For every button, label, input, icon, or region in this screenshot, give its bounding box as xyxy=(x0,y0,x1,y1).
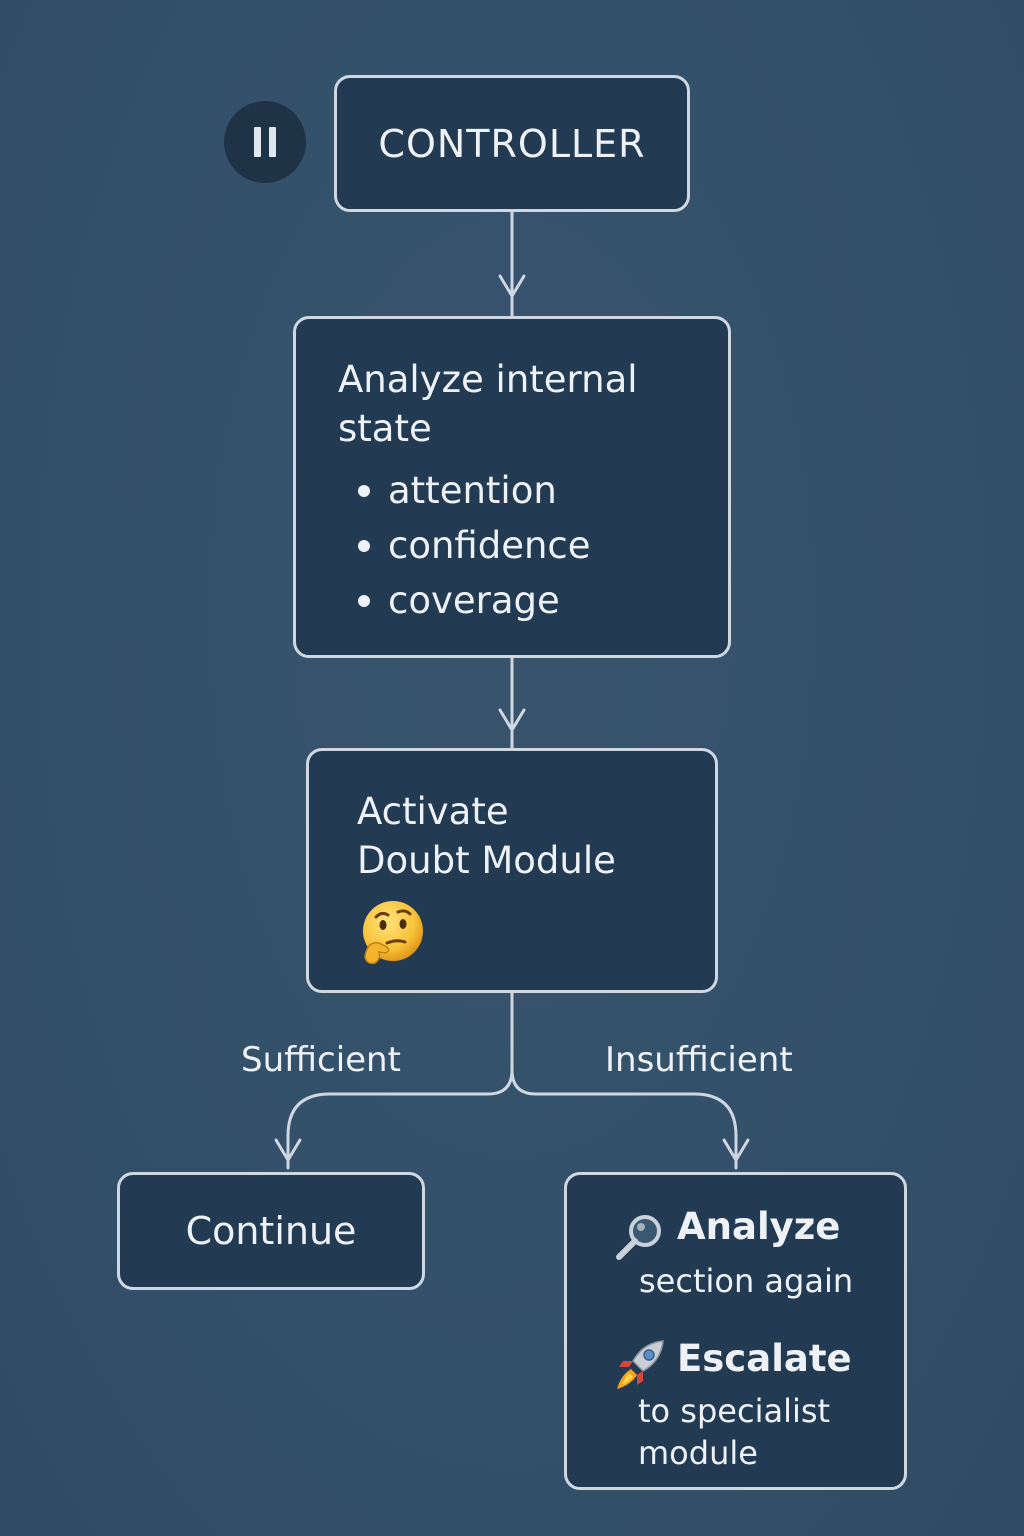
escalate-subtitle-line2: module xyxy=(638,1434,758,1472)
analyze-again-subtitle: section again xyxy=(639,1262,854,1300)
pause-button[interactable] xyxy=(224,101,306,183)
arrowhead-analyze xyxy=(498,274,526,298)
doubt-title-line1: Activate xyxy=(357,790,509,833)
escalate-subtitle-line1: to specialist xyxy=(638,1392,831,1430)
continue-label: Continue xyxy=(185,1209,357,1253)
magnifier-icon xyxy=(616,1215,661,1260)
edge-label-sufficient: Sufficient xyxy=(241,1040,401,1080)
edge-doubt-actions xyxy=(510,1068,738,1170)
controller-node: CONTROLLER xyxy=(334,75,690,212)
list-item-label: confidence xyxy=(388,524,591,567)
bullet-icon xyxy=(358,484,370,497)
list-item: coverage xyxy=(358,573,728,628)
thinking-face-icon xyxy=(363,901,423,965)
bullet-icon xyxy=(358,539,370,552)
analyze-title-line1: Analyze internal xyxy=(338,358,638,401)
doubt-module-node: Activate Doubt Module xyxy=(306,748,718,993)
arrowhead-continue xyxy=(274,1138,302,1162)
arrowhead-actions xyxy=(722,1138,750,1162)
list-item-label: coverage xyxy=(388,579,560,622)
escalate-title: Escalate xyxy=(677,1337,852,1380)
bullet-icon xyxy=(358,594,370,607)
continue-node: Continue xyxy=(117,1172,425,1290)
pause-icon xyxy=(254,127,261,157)
analyze-list: attention confidence coverage xyxy=(358,463,728,628)
rocket-icon xyxy=(617,1340,664,1389)
insufficient-actions-node: Analyze section again Escalate to specia… xyxy=(564,1172,907,1490)
list-item: confidence xyxy=(358,518,728,573)
list-item: attention xyxy=(358,463,728,518)
edge-doubt-continue xyxy=(286,991,514,1170)
analyze-state-node: Analyze internal state attention confide… xyxy=(293,316,731,658)
doubt-title-line2: Doubt Module xyxy=(357,839,616,882)
analyze-again-title: Analyze xyxy=(677,1205,841,1248)
pause-icon-bar xyxy=(269,127,276,157)
edge-label-insufficient: Insufficient xyxy=(605,1040,793,1080)
analyze-title-line2: state xyxy=(338,407,432,450)
controller-label: CONTROLLER xyxy=(378,121,646,166)
arrowhead-doubt xyxy=(498,708,526,732)
list-item-label: attention xyxy=(388,469,557,512)
